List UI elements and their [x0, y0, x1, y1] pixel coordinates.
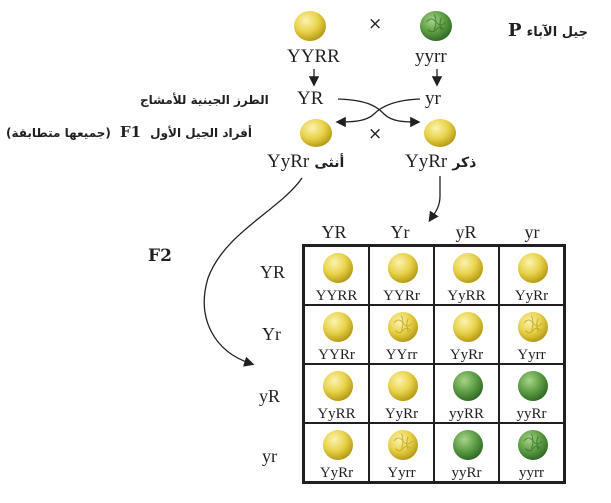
punnett-cell: Yyrr — [369, 423, 434, 482]
arrow-gamete-right-cross — [335, 98, 421, 128]
f1-label: (جميعها متطابقة) F1 أفراد الجيل الأول — [6, 122, 252, 141]
cell-genotype: YyRR — [447, 288, 486, 304]
row-header: yR — [259, 386, 281, 406]
cell-genotype: yyRr — [516, 406, 547, 422]
f1-female-label: YyRr أنثى — [267, 151, 344, 173]
parent-left-genotype: YYRR — [287, 46, 340, 67]
cell-genotype: yyRR — [448, 406, 484, 422]
f1-note: (جميعها متطابقة) — [6, 126, 111, 140]
cell-genotype: YYRr — [318, 347, 355, 363]
f1-label-ar: أفراد الجيل الأول — [150, 126, 253, 140]
cell-genotype: Yyrr — [387, 465, 416, 481]
cell-genotype: Yyrr — [517, 347, 546, 363]
yellow-round-pea-icon — [292, 8, 328, 42]
f1-female-genotype: YyRr — [267, 151, 310, 172]
f1-female-word: أنثى — [314, 155, 345, 171]
parents-label-ar: جيل الآباء — [526, 25, 588, 40]
arrow-male-to-grid — [428, 176, 441, 223]
parents-letter: P — [508, 20, 522, 41]
cell-genotype: YYrr — [385, 347, 418, 363]
yellow-round-pea-icon — [298, 116, 334, 148]
row-header: yr — [262, 446, 277, 466]
cell-genotype: YyRr — [384, 406, 419, 422]
cell-genotype: YyRr — [449, 347, 484, 363]
f2-label: F2 — [148, 246, 172, 266]
parents-label: P جيل الآباء — [508, 20, 588, 41]
punnett-cell: YYRr — [304, 305, 369, 364]
cell-genotype: YyRr — [319, 465, 354, 481]
gamete-left: YR — [297, 88, 324, 109]
cell-genotype: YyRr — [514, 288, 549, 304]
f1-male-genotype: YyRr — [405, 151, 448, 172]
gametes-label: الطرز الجينية للأمشاج — [140, 93, 269, 107]
column-header: yR — [455, 222, 477, 242]
punnett-cell: YyRr — [499, 246, 564, 305]
cell-genotype: YyRR — [317, 406, 356, 422]
f1-letter: F1 — [119, 123, 142, 141]
punnett-cell: Yyrr — [499, 305, 564, 364]
column-header: Yr — [390, 222, 410, 242]
punnett-cell: YyRr — [369, 364, 434, 423]
parent-right-genotype: yyrr — [415, 46, 447, 67]
punnett-cell: yyRR — [434, 364, 499, 423]
cell-genotype: YYRr — [383, 288, 420, 304]
column-header: yr — [524, 222, 540, 242]
cross-symbol-f1: × — [368, 124, 383, 144]
punnett-cell: yyRr — [434, 423, 499, 482]
punnett-cell: YYRR — [304, 246, 369, 305]
row-header: Yr — [262, 324, 281, 344]
cell-genotype: yyrr — [519, 465, 544, 481]
punnett-cell: YyRr — [304, 423, 369, 482]
punnett-square: YYRR YYRr YyRR YyRr YYRr YYrr YyRr Yyrr … — [302, 244, 566, 484]
punnett-cell: YYRr — [369, 246, 434, 305]
f1-male-word: ذكر — [452, 155, 477, 171]
gamete-right: yr — [425, 88, 441, 109]
cell-genotype: yyRr — [451, 465, 482, 481]
f1-male-label: YyRr ذكر — [405, 151, 476, 173]
punnett-cell: YyRR — [434, 246, 499, 305]
punnett-cell: YYrr — [369, 305, 434, 364]
punnett-cell: yyrr — [499, 423, 564, 482]
punnett-cell: YyRr — [434, 305, 499, 364]
punnett-cell: yyRr — [499, 364, 564, 423]
cell-genotype: YYRR — [315, 288, 358, 304]
column-header: YR — [321, 222, 347, 242]
green-wrinkled-pea-icon — [418, 8, 454, 42]
yellow-round-pea-icon — [422, 116, 458, 148]
cross-symbol-parents: × — [368, 14, 383, 34]
punnett-cell: YyRR — [304, 364, 369, 423]
arrow-gamete-left-cross — [337, 98, 421, 128]
arrow-female-to-f2 — [203, 177, 303, 367]
row-header: YR — [260, 262, 286, 282]
